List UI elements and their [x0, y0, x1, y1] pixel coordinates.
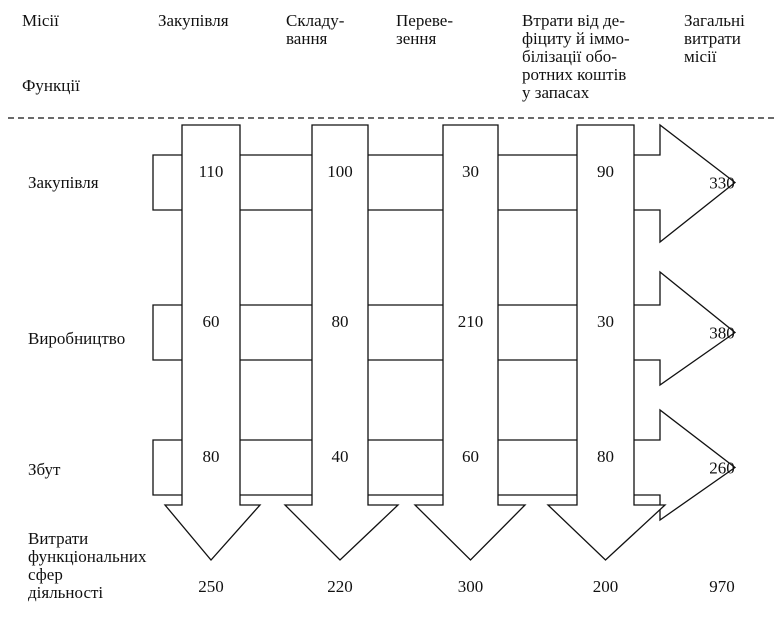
header-col-total: Загальні витрати місії — [684, 11, 745, 66]
row-total-procurement: 330 — [709, 174, 735, 193]
column-arrows — [163, 124, 667, 561]
column-total-losses: 200 — [593, 577, 619, 596]
cell-value-procurement-procurement: 110 — [199, 162, 224, 181]
footer-label: Витрати функціональних сфер діяльності — [28, 529, 147, 602]
cell-value-procurement-transport: 30 — [462, 162, 479, 181]
header-col-procurement: Закупівля — [158, 11, 229, 30]
column-arrow-procurement — [163, 124, 262, 561]
cell-value-production-transport: 210 — [458, 312, 484, 331]
header-missions-label: Місії — [22, 11, 59, 30]
column-total-transport: 300 — [458, 577, 484, 596]
header-functions-label: Функції — [22, 76, 80, 95]
cell-value-production-warehousing: 80 — [332, 312, 349, 331]
column-arrow-transport — [413, 124, 527, 561]
cell-value-production-procurement: 60 — [203, 312, 220, 331]
cell-value-procurement-losses: 90 — [597, 162, 614, 181]
column-total-warehousing: 220 — [327, 577, 353, 596]
column-total-procurement: 250 — [198, 577, 224, 596]
cell-value-sales-warehousing: 40 — [332, 447, 349, 466]
row-label-sales: Збут — [28, 460, 61, 479]
header-col-losses: Втрати від де- фіциту й іммо- білізації … — [522, 11, 630, 102]
cell-value-production-losses: 30 — [597, 312, 614, 331]
cell-value-sales-transport: 60 — [462, 447, 479, 466]
column-arrow-warehousing — [283, 124, 400, 561]
header-col-warehousing: Складу- вання — [286, 11, 345, 48]
row-total-production: 380 — [709, 324, 735, 343]
cell-values: 110 100 30 90 330 60 80 210 30 380 80 40 60 80 260 250 2… — [198, 162, 735, 596]
grand-total: 970 — [709, 577, 735, 596]
row-label-production: Виробництво — [28, 329, 126, 348]
cell-value-sales-losses: 80 — [597, 447, 614, 466]
header-col-transport: Переве- зення — [396, 11, 454, 48]
row-label-procurement: Закупівля — [28, 173, 99, 192]
column-arrow-losses — [546, 124, 667, 561]
cell-value-sales-procurement: 80 — [203, 447, 220, 466]
row-total-sales: 260 — [709, 459, 735, 478]
cell-value-procurement-warehousing: 100 — [327, 162, 353, 181]
